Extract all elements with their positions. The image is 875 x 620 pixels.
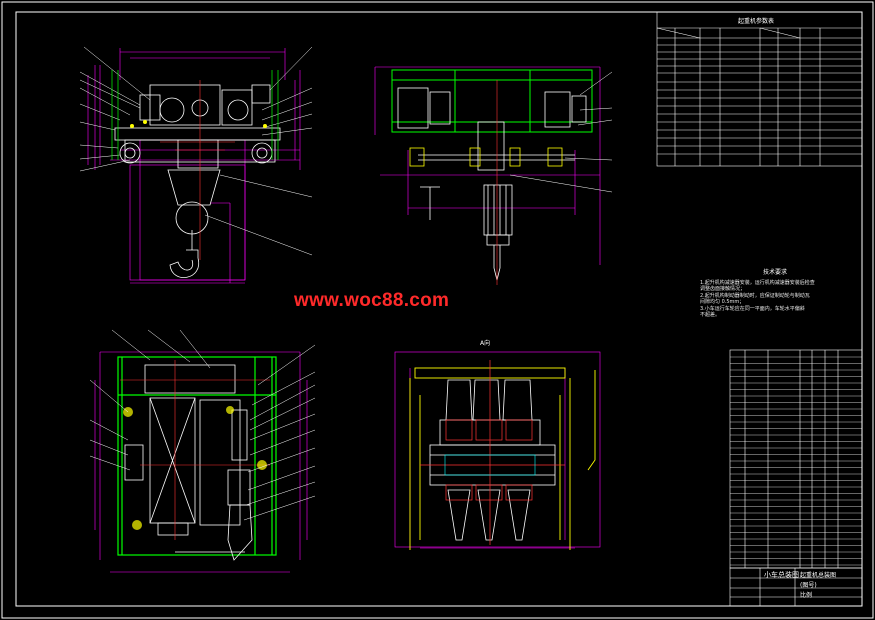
note-line: 3.小车运行车轮应在同一平面内，车轮水平偏斜 [700, 305, 805, 312]
view-front-elevation [374, 66, 613, 285]
titleblock-scale: 比例 [800, 592, 813, 599]
note-line: 1.起升机构减速器安装，运行机构减速器安装后检查 [700, 279, 815, 286]
parts-list [729, 349, 863, 569]
note-line: 2.起升机构制动器制动时，应保证制动轮与制动瓦 [700, 292, 810, 299]
titleblock-name: 起重机总装图 [800, 572, 837, 579]
sheet-inner-border [15, 11, 863, 607]
view-side-elevation [79, 46, 313, 284]
drawing-title: 小车总装图 [764, 571, 799, 579]
watermark-text: www.woc88.com [294, 290, 450, 311]
title-block [729, 567, 863, 607]
parameter-table [656, 11, 863, 167]
params-table-title: 起重机参数表 [738, 18, 775, 25]
view-a-label: A向 [480, 340, 491, 347]
parts-list-rows [730, 356, 862, 566]
view-a-direction [394, 351, 601, 550]
view-plan [89, 329, 316, 573]
note-line: 调整齿面接触情况； [700, 286, 746, 292]
note-line: 不超差。 [700, 312, 721, 318]
technical-notes: 技术要求 1.起升机构减速器安装，运行机构减速器安装后检查 调整齿面接触情况； … [700, 269, 850, 319]
titleblock-number: (图号) [800, 582, 817, 589]
note-line: 间隙均匀 0.5mm； [700, 299, 745, 305]
notes-title: 技术要求 [762, 269, 787, 276]
